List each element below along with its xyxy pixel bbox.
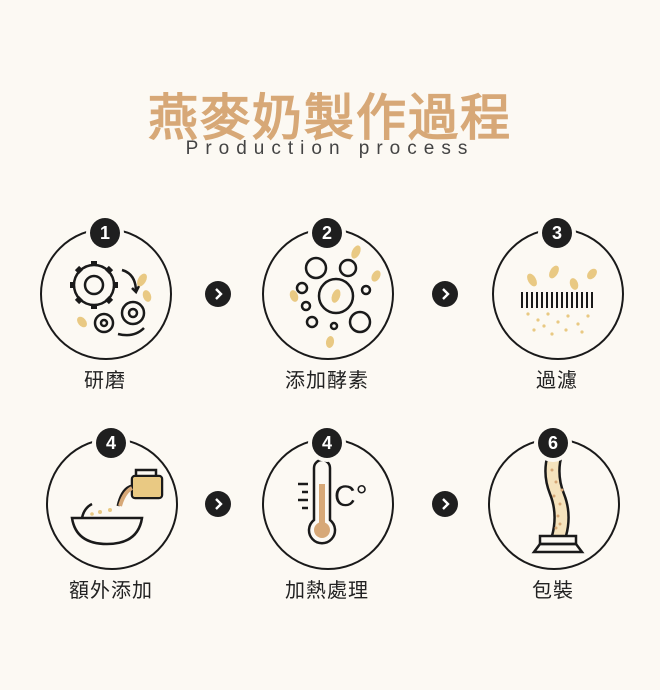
step-grinding: 1 研磨	[30, 218, 180, 408]
step-circle	[262, 438, 394, 570]
step-label: 包裝	[532, 578, 574, 602]
step-label: 過濾	[536, 368, 578, 392]
step-label: 額外添加	[69, 578, 153, 602]
filter-icon	[521, 265, 597, 336]
step-label: 研磨	[84, 368, 126, 392]
step-badge: 6	[538, 428, 568, 458]
thermometer-icon	[298, 458, 337, 545]
thermometer-unit: C°	[334, 480, 368, 513]
step-filtering: 3 過濾	[482, 218, 632, 408]
step-badge: 3	[542, 218, 572, 248]
step-badge: 1	[90, 218, 120, 248]
step-circle	[46, 438, 178, 570]
gears-icon	[70, 261, 152, 337]
pouring-bowl-icon	[70, 468, 164, 546]
step-enzyme: 2 添加酵素	[252, 218, 402, 408]
next-arrow-icon	[205, 281, 231, 307]
step-additives: 4 額外添加	[36, 428, 186, 618]
step-label: 添加酵素	[285, 368, 369, 392]
step-packaging: 6 包裝	[478, 428, 628, 618]
next-arrow-icon	[432, 491, 458, 517]
next-arrow-icon	[432, 281, 458, 307]
packaging-icon	[531, 453, 585, 554]
next-arrow-icon	[205, 491, 231, 517]
step-label: 加熱處理	[285, 578, 369, 602]
page-subtitle: Production process	[185, 138, 475, 159]
page-title: 燕麥奶製作過程	[148, 89, 512, 147]
step-heating: C° 4 加熱處理	[252, 428, 402, 618]
bubbles-icon	[289, 245, 381, 348]
step-badge: 4	[96, 428, 126, 458]
step-badge: 2	[312, 218, 342, 248]
step-badge: 4	[312, 428, 342, 458]
